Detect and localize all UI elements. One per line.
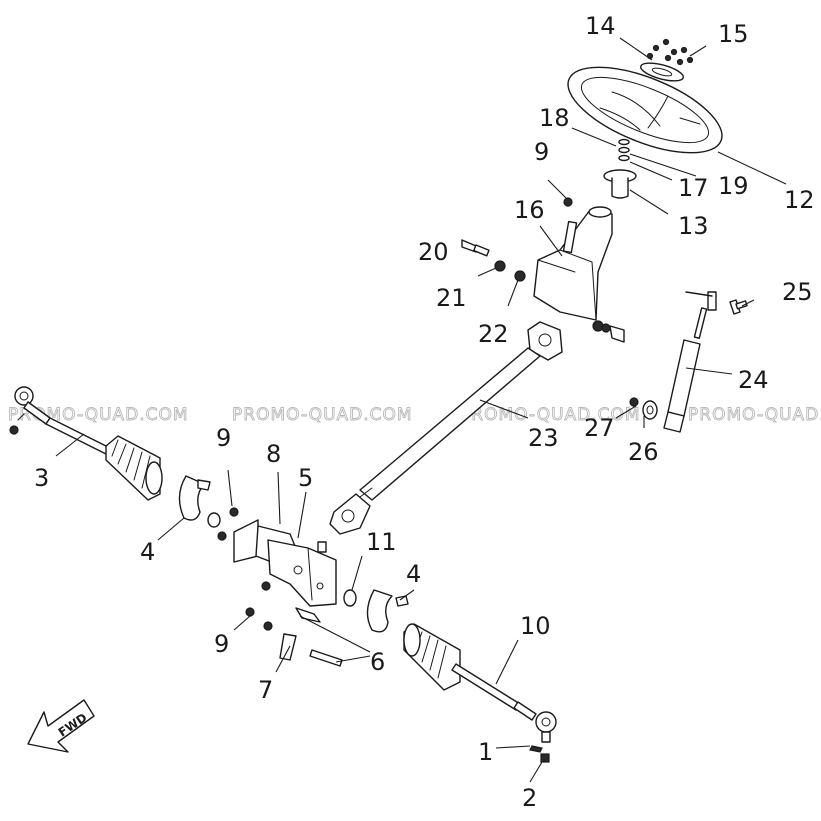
bolt-25 bbox=[729, 299, 748, 315]
callout-4-right: 4 bbox=[406, 560, 421, 588]
nut-upper bbox=[563, 197, 573, 207]
callout-25: 25 bbox=[782, 278, 813, 306]
callout-14: 14 bbox=[585, 12, 616, 40]
boot-clamp-left bbox=[178, 475, 211, 521]
upper-u-joint bbox=[527, 321, 563, 361]
callout-23: 23 bbox=[528, 424, 559, 452]
bolt-7 bbox=[279, 633, 297, 661]
callouts: 14 15 18 9 17 19 12 13 16 20 21 22 25 24… bbox=[34, 12, 815, 812]
hub-plate bbox=[639, 62, 685, 82]
boot-clamp-right bbox=[366, 589, 409, 633]
column-flange bbox=[603, 169, 637, 199]
nut-low-b bbox=[263, 621, 273, 631]
nut-low-a bbox=[261, 581, 271, 591]
steering-gear-box bbox=[233, 519, 337, 607]
callout-2: 2 bbox=[522, 784, 537, 812]
callout-19: 19 bbox=[718, 172, 749, 200]
bolt-20 bbox=[461, 239, 490, 257]
callout-7: 7 bbox=[258, 676, 273, 704]
nut-mid-lower bbox=[217, 531, 227, 541]
callout-8: 8 bbox=[266, 440, 281, 468]
hub-screws bbox=[646, 38, 694, 66]
leader-lines bbox=[55, 37, 787, 783]
rubber-boot-right bbox=[403, 623, 461, 691]
callout-9-low: 9 bbox=[214, 630, 229, 658]
tie-rod-right bbox=[451, 663, 557, 763]
callout-17: 17 bbox=[678, 174, 709, 202]
nut-9-low bbox=[245, 607, 255, 617]
bracket-bolts bbox=[592, 320, 625, 343]
callout-10: 10 bbox=[520, 612, 551, 640]
callout-5: 5 bbox=[298, 464, 313, 492]
callout-13: 13 bbox=[678, 212, 709, 240]
callout-21: 21 bbox=[436, 284, 467, 312]
watermark-4: PROMO-QUAD.COM bbox=[688, 405, 821, 425]
washer-mid bbox=[207, 512, 221, 528]
nut-22 bbox=[514, 270, 526, 282]
bolt-27 bbox=[629, 397, 639, 407]
washer-11 bbox=[343, 589, 357, 607]
callout-27: 27 bbox=[584, 414, 615, 442]
nut-9-mid bbox=[229, 507, 239, 517]
callout-4-left: 4 bbox=[140, 538, 155, 566]
nut-21 bbox=[494, 260, 506, 272]
callout-24: 24 bbox=[738, 366, 769, 394]
callout-15: 15 bbox=[718, 20, 749, 48]
callout-20: 20 bbox=[418, 238, 449, 266]
callout-12: 12 bbox=[784, 186, 815, 214]
fwd-arrow: FWD bbox=[27, 699, 95, 753]
column-washers bbox=[618, 138, 630, 162]
callout-18: 18 bbox=[539, 104, 570, 132]
callout-26: 26 bbox=[628, 438, 659, 466]
watermark-2: PROMO-QUAD.COM bbox=[232, 405, 413, 425]
bolts-6 bbox=[295, 607, 343, 667]
callout-1: 1 bbox=[478, 738, 493, 766]
gas-strut bbox=[663, 291, 717, 433]
callout-9-mid: 9 bbox=[216, 424, 231, 452]
steering-wheel bbox=[567, 66, 723, 154]
tie-rod-left bbox=[9, 386, 111, 455]
callout-6: 6 bbox=[370, 648, 385, 676]
callout-16: 16 bbox=[514, 196, 545, 224]
rubber-boot-left bbox=[105, 435, 163, 501]
washer-26 bbox=[642, 400, 658, 420]
column-bracket bbox=[533, 206, 613, 321]
lower-u-joint bbox=[329, 493, 371, 535]
callout-11: 11 bbox=[366, 528, 397, 556]
watermark-row: PROMO-QUAD.COM PROMO-QUAD.COM PROMO-QUAD… bbox=[8, 405, 821, 426]
callout-22: 22 bbox=[478, 320, 509, 348]
callout-3: 3 bbox=[34, 464, 49, 492]
callout-9-upper: 9 bbox=[534, 138, 549, 166]
